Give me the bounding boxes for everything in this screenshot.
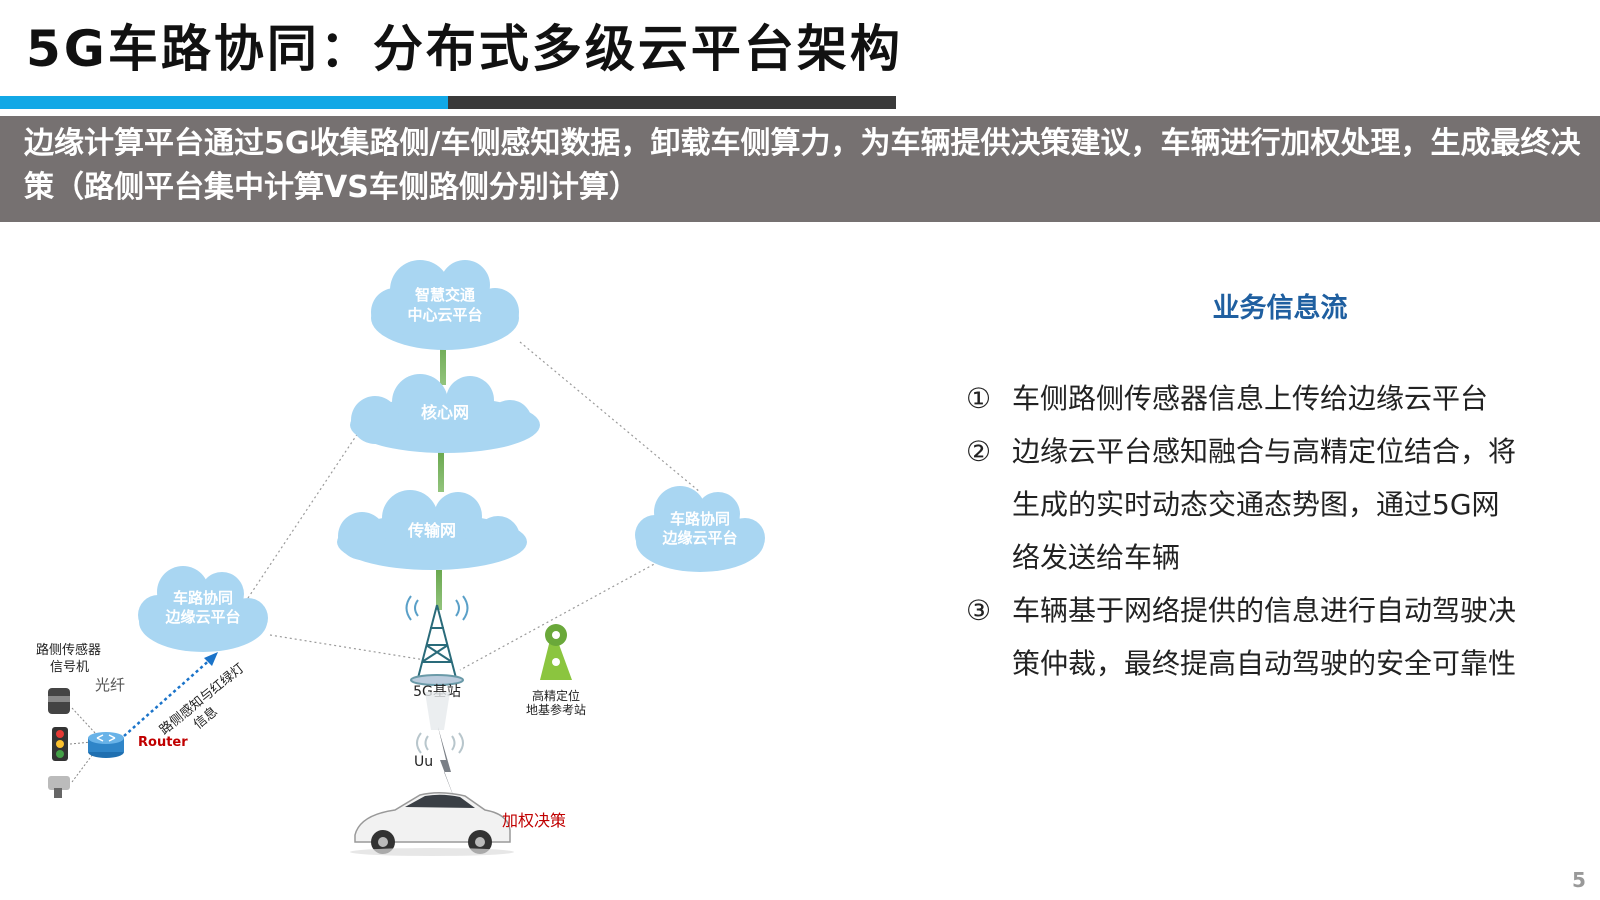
link-center-to-edge-right — [519, 341, 701, 493]
cloud-edge-right-label-2: 边缘云平台 — [661, 529, 737, 547]
link-core-to-edge-left — [239, 429, 361, 611]
cloud-core — [350, 374, 540, 453]
flow-item-line: 生成的实时动态交通态势图，通过5G网 — [1012, 488, 1500, 521]
camera-icon — [48, 776, 70, 798]
router-icon — [88, 732, 124, 758]
uplink-arrow-line — [123, 657, 213, 737]
dotted-links — [239, 341, 701, 671]
cloud-center-label-2: 中心云平台 — [407, 306, 482, 324]
flow-title: 业务信息流 — [1212, 293, 1348, 324]
flow-item: ① 车侧路侧传感器信息上传给边缘云平台 — [966, 372, 1566, 425]
summary-banner-text: 边缘计算平台通过5G收集路侧/车侧感知数据，卸载车侧算力，为车辆提供决策建议，车… — [24, 126, 1581, 205]
signal-waves-icon — [405, 595, 469, 621]
uu-waves-icon — [416, 732, 464, 754]
cloud-transport-label: 传输网 — [407, 521, 456, 540]
flow-item-number: ② — [966, 435, 992, 468]
cloud-edge-left — [138, 566, 268, 652]
flow-item: ② 边缘云平台感知融合与高精定位结合，将 生成的实时动态交通态势图，通过5G网 … — [966, 425, 1566, 584]
cloud-center — [371, 260, 519, 350]
fiber-transport-bs — [436, 570, 442, 610]
traffic-light-icon — [52, 727, 68, 761]
architecture-diagram: 智慧交通 中心云平台 核心网 传输网 车路协同 边缘云平台 车路协同 边缘云平台 — [36, 260, 765, 856]
link-edge-left-to-bs — [269, 634, 426, 661]
gnss-label-1: 高精定位 — [532, 688, 580, 703]
gnss-station-icon — [540, 624, 572, 680]
flow-item-line: 策仲裁，最终提高自动驾驶的安全可靠性 — [1012, 647, 1517, 680]
flow-item-line: 边缘云平台感知融合与高精定位结合，将 — [1012, 435, 1517, 468]
lightning-icon — [438, 727, 458, 808]
flow-item-number: ① — [966, 382, 992, 415]
sensor-label-1: 路侧传感器 — [36, 642, 101, 658]
router-label: Router — [138, 735, 188, 750]
title-underline-blue — [0, 96, 448, 109]
title-underline-dark — [448, 96, 896, 109]
gnss-label-2: 地基参考站 — [526, 702, 586, 717]
fiber-center-core — [440, 340, 446, 385]
flow-list: ① 车侧路侧传感器信息上传给边缘云平台 ② 边缘云平台感知融合与高精定位结合，将… — [966, 372, 1566, 690]
lidar-icon — [48, 688, 70, 714]
cloud-center-label-1: 智慧交通 — [415, 286, 475, 304]
flow-item-number: ③ — [966, 594, 992, 627]
cloud-edge-left-label-2: 边缘云平台 — [164, 608, 240, 626]
flow-item: ③ 车辆基于网络提供的信息进行自动驾驶决 策仲裁，最终提高自动驾驶的安全可靠性 — [966, 584, 1566, 690]
cloud-edge-right — [635, 486, 765, 572]
flow-item-line: 车侧路侧传感器信息上传给边缘云平台 — [1012, 382, 1489, 415]
car-label: 加权决策 — [502, 811, 566, 830]
fiber-label: 光纤 — [95, 676, 125, 694]
page-number: 5 — [1572, 868, 1586, 892]
slide-title: 5G车路协同：分布式多级云平台架构 — [26, 20, 903, 78]
sensor-label-2: 信号机 — [50, 660, 89, 675]
cloud-core-label: 核心网 — [421, 403, 469, 422]
radio-beam — [425, 692, 450, 730]
cloud-transport — [337, 490, 527, 570]
summary-banner — [0, 116, 1600, 222]
base-station-tower-icon — [410, 604, 464, 686]
flow-item-line: 络发送给车辆 — [1012, 541, 1181, 574]
cloud-edge-right-label-1: 车路协同 — [670, 510, 730, 528]
uu-label: Uu — [414, 754, 433, 770]
link-edge-right-to-bs — [459, 549, 681, 671]
fiber-core-transport — [438, 452, 444, 492]
flow-item-line: 车辆基于网络提供的信息进行自动驾驶决 — [1012, 594, 1517, 627]
cloud-edge-left-label-1: 车路协同 — [173, 589, 233, 607]
uplink-arrow-head — [204, 652, 218, 666]
car-icon — [350, 792, 514, 856]
